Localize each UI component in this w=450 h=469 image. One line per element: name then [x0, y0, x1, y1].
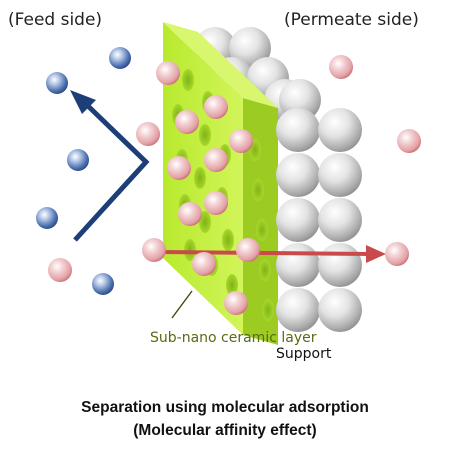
support-spheres-front	[276, 108, 362, 332]
caption-subtitle: (Molecular affinity effect)	[133, 422, 317, 439]
support-sphere	[318, 108, 362, 152]
pink-molecule	[229, 129, 253, 153]
layer-pore	[199, 124, 211, 146]
pink-molecule	[192, 252, 216, 276]
support-sphere	[276, 243, 320, 287]
molecules	[36, 47, 421, 315]
layer-pore	[252, 179, 264, 201]
layer-pore	[259, 259, 271, 281]
pink-molecule	[175, 110, 199, 134]
blue-reflect-arrow	[70, 90, 150, 242]
pink-molecule	[178, 202, 202, 226]
pink-molecule	[224, 291, 248, 315]
pink-molecule	[204, 191, 228, 215]
support-sphere	[276, 108, 320, 152]
pink-molecule	[136, 122, 160, 146]
layer-pore	[194, 167, 206, 189]
support-sphere	[276, 288, 320, 332]
pink-molecule	[48, 258, 72, 282]
blue-molecule	[46, 72, 68, 94]
support-sphere	[318, 153, 362, 197]
support-sphere	[318, 288, 362, 332]
pink-molecule	[329, 55, 353, 79]
layer-pore	[262, 299, 274, 321]
support-sphere	[318, 198, 362, 242]
layer-leader-line	[171, 290, 193, 319]
layer-pore	[182, 69, 194, 91]
blue-molecule	[36, 207, 58, 229]
blue-molecule	[67, 149, 89, 171]
support-sphere	[276, 153, 320, 197]
layer-pore	[256, 219, 268, 241]
caption-title: Separation using molecular adsorption	[81, 399, 369, 416]
pink-molecule	[204, 95, 228, 119]
pink-molecule	[236, 238, 260, 262]
pink-molecule	[385, 242, 409, 266]
layer-pore	[199, 211, 211, 233]
support-label: Support	[276, 346, 332, 362]
blue-molecule	[92, 273, 114, 295]
layer-pore	[184, 239, 196, 261]
pink-molecule	[167, 156, 191, 180]
pink-molecule	[397, 129, 421, 153]
pink-molecule	[204, 148, 228, 172]
permeate-side-label: (Permeate side)	[284, 10, 419, 30]
layer-pore	[226, 274, 238, 296]
support-sphere	[276, 198, 320, 242]
red-permeate-arrow	[159, 245, 386, 263]
pink-molecule	[142, 238, 166, 262]
pink-molecule	[156, 61, 180, 85]
feed-side-label: (Feed side)	[8, 10, 103, 30]
support-sphere	[318, 243, 362, 287]
layer-pore	[222, 229, 234, 251]
ceramic-layer-label: Sub-nano ceramic layer	[150, 330, 317, 346]
blue-molecule	[109, 47, 131, 69]
